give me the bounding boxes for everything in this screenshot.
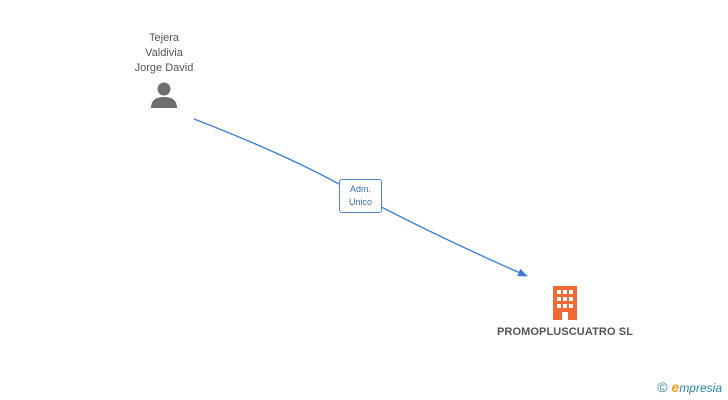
company-name: PROMOPLUSCUATRO SL (496, 326, 634, 338)
person-name-line-3: Jorge David (134, 62, 194, 74)
person-node[interactable]: Tejera Valdivia Jorge David (104, 31, 224, 110)
person-name-line-2: Valdivia (145, 47, 183, 59)
relation-label-line-1: Adm. (349, 184, 371, 194)
relation-label-line-2: Unico (348, 197, 372, 207)
empresia-logo[interactable]: empresia (672, 378, 722, 397)
building-icon (553, 286, 577, 320)
brand-first-letter: e (671, 378, 680, 395)
footer-brand: © empresia (657, 378, 722, 396)
person-icon (151, 82, 177, 108)
company-node[interactable]: PROMOPLUSCUATRO SL (470, 286, 660, 338)
brand-rest: mpresia (679, 380, 722, 395)
person-name-line-1: Tejera (149, 32, 179, 44)
copyright-icon: © (657, 379, 668, 395)
relation-label-adm-unico[interactable]: Adm. Unico (339, 179, 382, 213)
